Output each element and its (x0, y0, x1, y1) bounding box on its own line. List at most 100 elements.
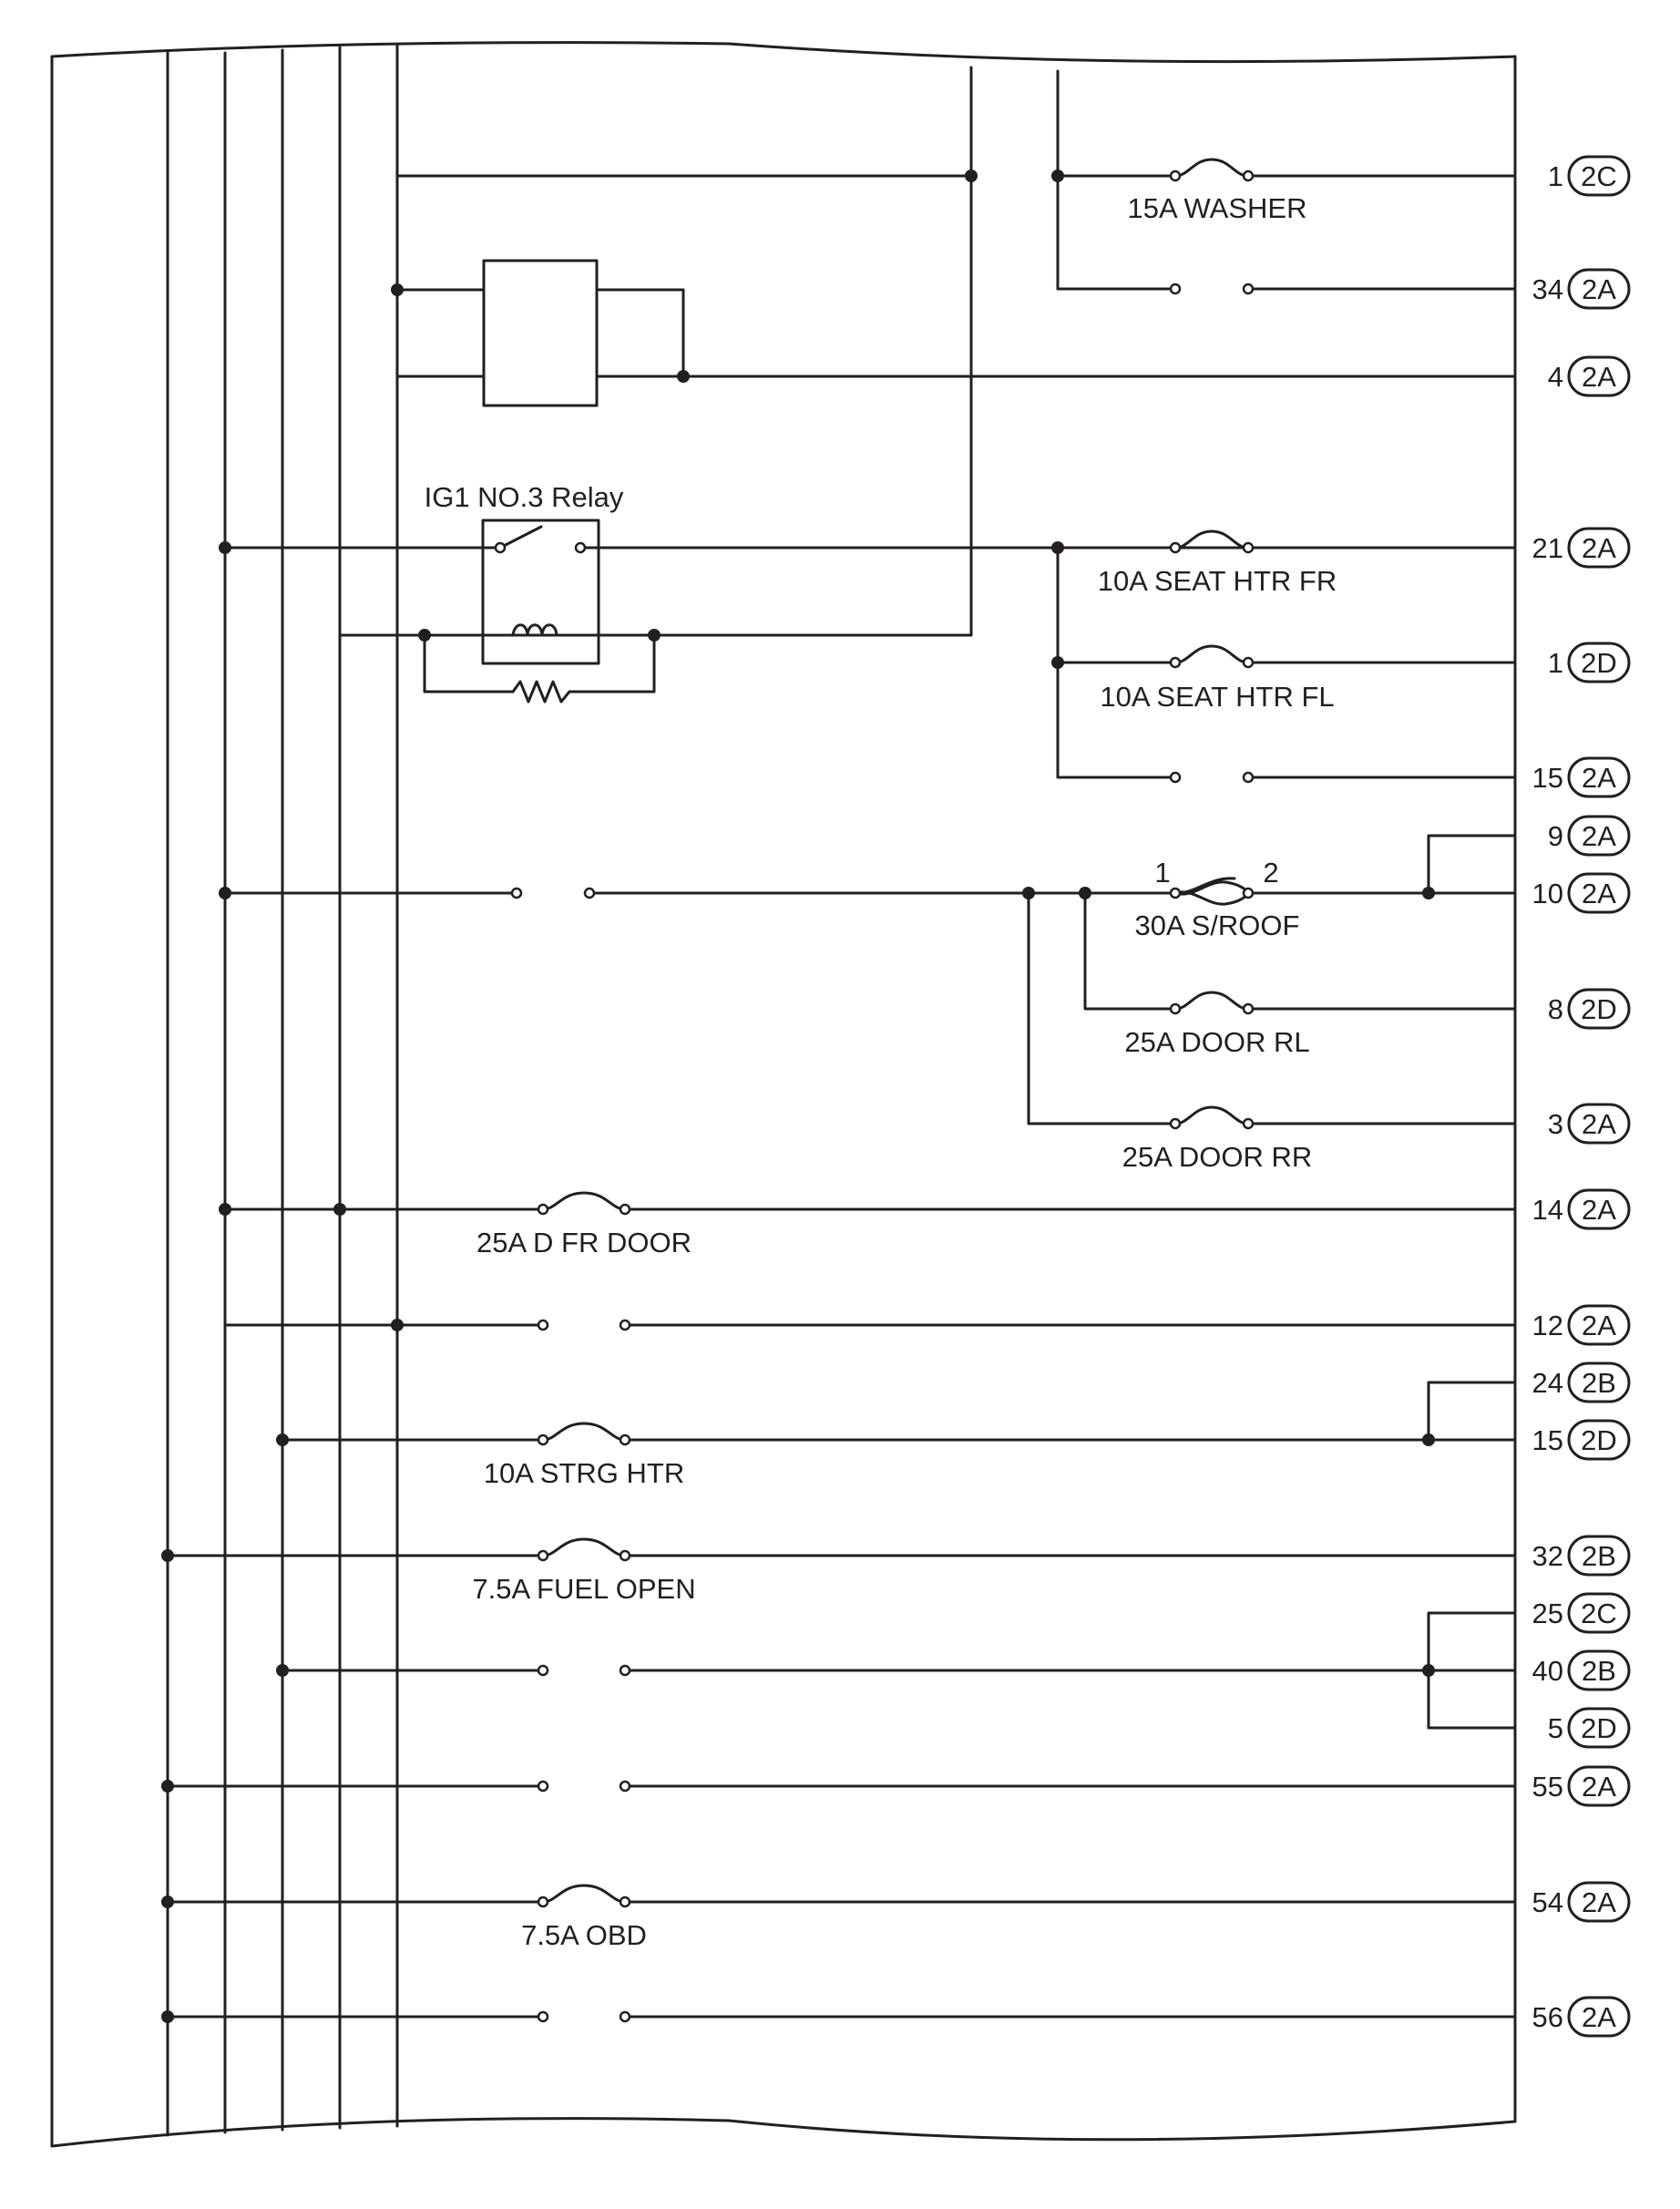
terminal-pin-number: 15 (1532, 762, 1563, 794)
connector-oval (1567, 1707, 1631, 1749)
terminal-pin-number: 32 (1532, 1540, 1563, 1572)
fuse-label-s-roof: 30A S/ROOF (1135, 909, 1300, 941)
fuse-symbol-door-rl (1173, 991, 1250, 1011)
connector-id: 2D (1581, 1712, 1617, 1744)
fuse-label-obd: 7.5A OBD (521, 1919, 647, 1951)
connector-oval (1567, 1419, 1631, 1461)
terminal-pin-number: 55 (1532, 1771, 1563, 1803)
connector-oval (1567, 988, 1631, 1030)
fuse-label-washer: 15A WASHER (1128, 192, 1307, 224)
fuse-label-door-rr: 25A DOOR RR (1122, 1141, 1312, 1173)
fuse-pin-right-s-roof: 2 (1263, 857, 1278, 889)
terminal: 34 2A (1532, 268, 1631, 310)
connector-oval (1567, 1592, 1631, 1634)
connector-id: 2D (1581, 647, 1617, 679)
connector-oval (1567, 1996, 1631, 2038)
circuit-wires (166, 174, 1517, 2019)
connector-id: 2A (1582, 1108, 1616, 1140)
terminal-pin-number: 4 (1548, 361, 1563, 393)
terminal-pin-number: 3 (1548, 1108, 1563, 1140)
diagram-labels: IG1 NO.3 Relay 15A WASHER 10A SEAT HTR F… (425, 192, 1337, 1951)
terminal-pin-number: 10 (1532, 878, 1563, 909)
terminal-pin-number: 15 (1532, 1424, 1563, 1456)
connector-oval (1567, 155, 1631, 197)
fuse-label-d-fr-door: 25A D FR DOOR (476, 1227, 691, 1259)
connector-oval (1567, 1649, 1631, 1691)
terminal-pin-number: 5 (1548, 1712, 1563, 1744)
junction-dots (161, 170, 1435, 2023)
connector-id: 2C (1581, 160, 1617, 192)
connector-oval (1567, 1765, 1631, 1807)
terminal-pin-number: 24 (1532, 1367, 1563, 1399)
terminal: 55 2A (1532, 1765, 1631, 1807)
fuse-symbol-door-rr (1173, 1105, 1250, 1125)
terminal: 5 2D (1548, 1707, 1631, 1749)
connector-oval (1567, 1304, 1631, 1346)
connector-id: 2A (1582, 273, 1616, 305)
connector-id: 2A (1582, 762, 1616, 794)
fuse-label-strg-htr: 10A STRG HTR (484, 1457, 685, 1489)
terminal-pin-number: 1 (1548, 160, 1563, 192)
connector-oval (1567, 1188, 1631, 1230)
connector-oval (1567, 1535, 1631, 1577)
fuse-label-seat-htr-fr: 10A SEAT HTR FR (1098, 565, 1337, 597)
connector-oval (1567, 756, 1631, 798)
terminal-pin-number: 9 (1548, 820, 1563, 852)
terminal-pin-number: 40 (1532, 1655, 1563, 1687)
fuse-symbol-washer (1173, 158, 1250, 178)
connector-id: 2A (1582, 878, 1616, 909)
connector-oval (1567, 268, 1631, 310)
connector-oval (1567, 1103, 1631, 1145)
connector-id: 2B (1582, 1367, 1616, 1399)
terminal: 4 2A (1548, 355, 1631, 397)
fuse-symbol-seat-htr-fr (1173, 529, 1250, 550)
connector-id: 2B (1582, 1655, 1616, 1687)
connector-oval (1567, 1881, 1631, 1923)
connector-oval (1567, 815, 1631, 857)
connector-oval (1567, 527, 1631, 569)
relay-section (395, 174, 1517, 2128)
connector-id: 2A (1582, 1771, 1616, 1803)
terminal: 24 2B (1532, 1361, 1631, 1403)
terminal-pin-number: 34 (1532, 273, 1563, 305)
terminal: 14 2A (1532, 1188, 1631, 1230)
fuse-symbol-obd (541, 1884, 627, 1904)
relay-label: IG1 NO.3 Relay (425, 481, 624, 513)
terminal-pin-number: 12 (1532, 1310, 1563, 1341)
ig1-no3-relay (223, 519, 1517, 704)
connector-id: 2A (1582, 1194, 1616, 1226)
fuse-pin-left-s-roof: 1 (1154, 857, 1170, 889)
terminal-pin-number: 54 (1532, 1886, 1563, 1918)
connector-id: 2C (1581, 1598, 1617, 1629)
connector-id: 2A (1582, 532, 1616, 564)
fuse-symbol-seat-htr-fl (1173, 644, 1250, 664)
terminal-pin-number: 1 (1548, 647, 1563, 679)
terminal-pin-number: 25 (1532, 1598, 1563, 1629)
terminal: 15 2A (1532, 756, 1631, 798)
terminal: 10 2A (1532, 872, 1631, 914)
terminal: 3 2A (1548, 1103, 1631, 1145)
connector-id: 2A (1582, 820, 1616, 852)
fuse-symbol-d-fr-door (541, 1191, 627, 1211)
terminal: 1 2D (1548, 642, 1631, 683)
terminal: 56 2A (1532, 1996, 1631, 2038)
fuse-label-door-rl: 25A DOOR RL (1124, 1026, 1309, 1058)
terminal-pin-number: 56 (1532, 2001, 1563, 2033)
connector-oval (1567, 1361, 1631, 1403)
terminal-pin-number: 8 (1548, 993, 1563, 1025)
connector-oval (1567, 872, 1631, 914)
connector-id: 2A (1582, 2001, 1616, 2033)
vertical-buses (166, 44, 1060, 2137)
fuse-label-fuel-open: 7.5A FUEL OPEN (472, 1573, 695, 1605)
terminal-pin-number: 14 (1532, 1194, 1563, 1226)
connector-id: 2A (1582, 361, 1616, 393)
connector-id: 2D (1581, 1424, 1617, 1456)
connector-oval (1567, 642, 1631, 683)
terminal: 40 2B (1532, 1649, 1631, 1691)
block-outline (50, 41, 1517, 2148)
